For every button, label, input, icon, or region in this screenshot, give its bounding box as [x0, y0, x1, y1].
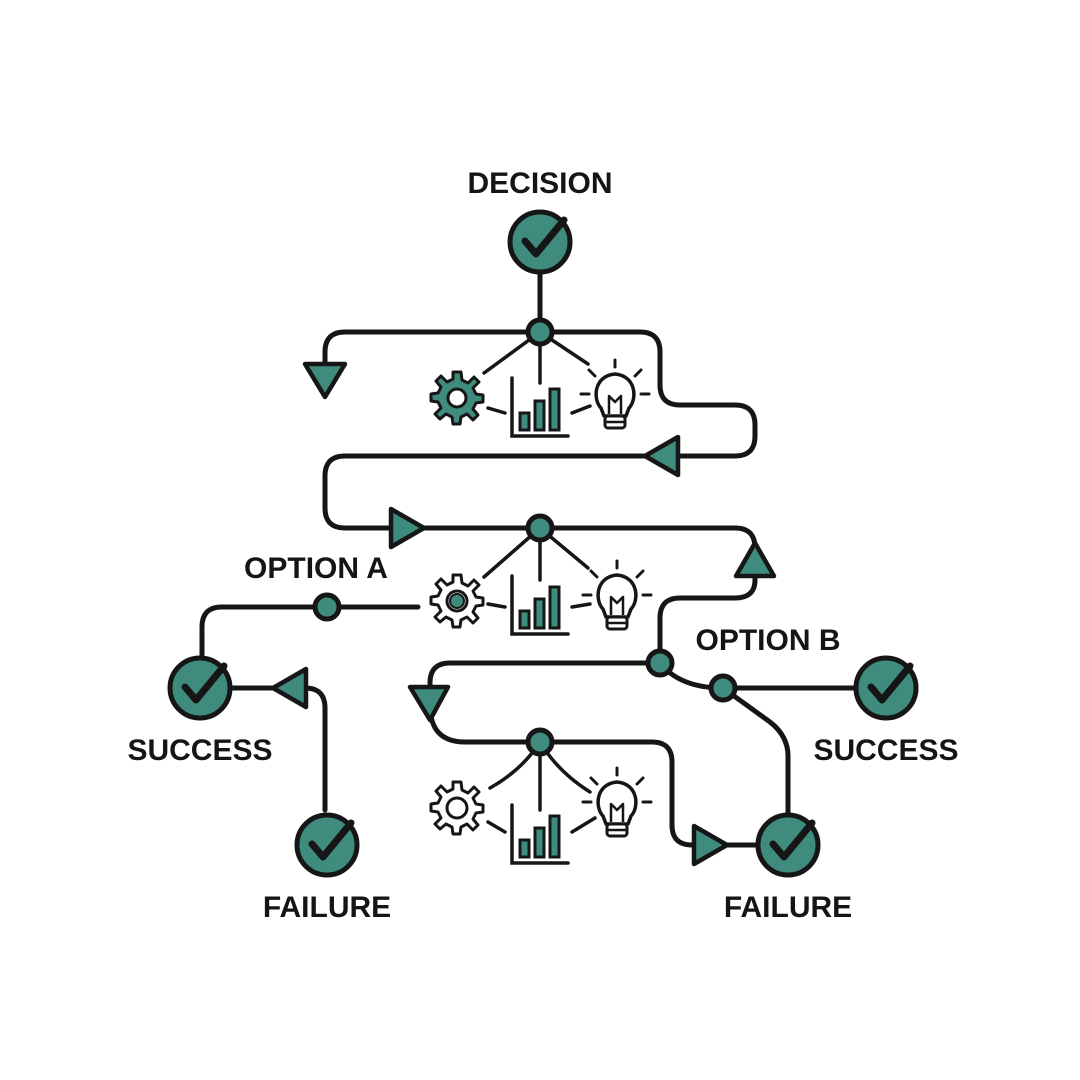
cluster-middle	[429, 526, 653, 636]
option-a-label: OPTION A	[244, 552, 388, 585]
option-b-label: OPTION B	[695, 624, 840, 657]
arrow-right-icon	[691, 823, 730, 867]
junction-node	[708, 673, 738, 703]
junction-node	[312, 592, 342, 622]
success-left-label: SUCCESS	[127, 734, 272, 767]
flow-arrows	[270, 361, 777, 867]
decision-label: DECISION	[467, 167, 612, 200]
arrow-right-icon	[388, 506, 427, 550]
junction-nodes	[312, 317, 738, 757]
check-circle-icon	[758, 815, 818, 875]
failure-left-label: FAILURE	[263, 891, 391, 924]
gear-icon	[429, 370, 485, 426]
success-right-label: SUCCESS	[813, 734, 958, 767]
check-circle-icon	[297, 815, 357, 875]
lightbulb-icon	[581, 559, 653, 631]
lightbulb-icon	[581, 766, 653, 838]
junction-node	[525, 727, 555, 757]
check-circle-icon	[170, 658, 230, 718]
arrow-left-icon	[642, 434, 681, 478]
check-circle-icon	[510, 212, 570, 272]
gear-icon	[429, 573, 485, 629]
check-circle-icon	[856, 658, 916, 718]
arrow-down-icon	[407, 684, 451, 723]
gear-icon	[429, 780, 485, 836]
junction-node	[525, 513, 555, 543]
failure-right-label: FAILURE	[724, 891, 852, 924]
bar-chart-icon	[510, 574, 570, 636]
cluster-top	[429, 330, 651, 438]
lightbulb-icon	[579, 358, 651, 430]
junction-node	[645, 648, 675, 678]
bar-chart-icon	[510, 376, 570, 438]
junction-node	[525, 317, 555, 347]
arrow-down-icon	[302, 361, 348, 400]
arrow-left-icon	[270, 666, 309, 710]
bar-chart-icon	[510, 803, 570, 865]
cluster-bottom	[429, 740, 653, 865]
arrow-up-icon	[733, 540, 777, 579]
